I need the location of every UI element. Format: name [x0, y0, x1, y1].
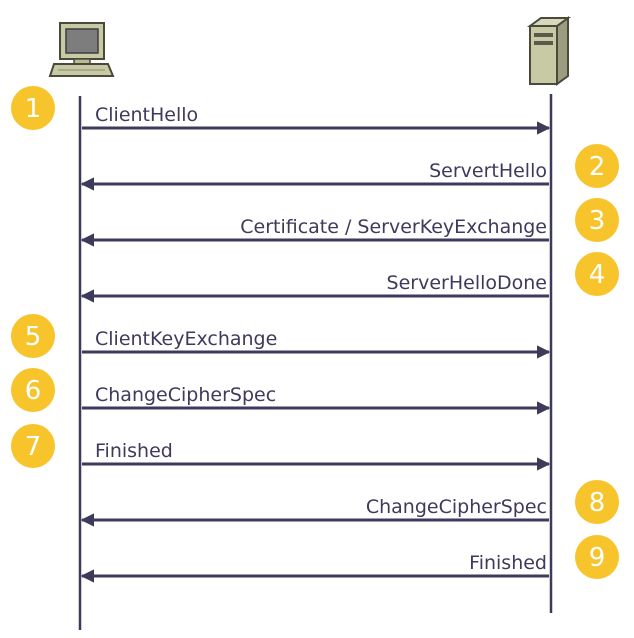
- step-badge: [575, 144, 619, 188]
- step-number: 3: [589, 206, 606, 236]
- step-number: 6: [25, 376, 42, 406]
- step-badge: [11, 314, 55, 358]
- message-label: ClientKeyExchange: [95, 328, 277, 350]
- message-label: ServertHello: [429, 160, 547, 182]
- message-row: ChangeCipherSpec 6: [11, 368, 551, 415]
- step-badge: [575, 535, 619, 579]
- message-label: Certificate / ServerKeyExchange: [240, 216, 547, 238]
- step-number: 2: [589, 152, 606, 182]
- step-badge: [11, 86, 55, 130]
- step-badge: [575, 198, 619, 242]
- message-label: ClientHello: [95, 104, 198, 126]
- message-row: ServerHelloDone 4: [80, 252, 619, 303]
- step-badge: [575, 252, 619, 296]
- message-label: ChangeCipherSpec: [366, 496, 547, 518]
- message-row: ServertHello 2: [80, 144, 619, 191]
- message-row: Certificate / ServerKeyExchange 3: [80, 198, 619, 247]
- step-badge: [575, 480, 619, 524]
- message-row: Finished 7: [11, 424, 551, 471]
- message-list: ClientHello 1 ServertHello 2 Certificate…: [11, 86, 619, 583]
- message-row: ClientHello 1: [11, 86, 551, 135]
- step-number: 4: [589, 260, 606, 290]
- message-row: ChangeCipherSpec 8: [80, 480, 619, 527]
- server-tower-icon: [526, 16, 572, 86]
- step-badge: [11, 424, 55, 468]
- desktop-computer-icon: [48, 22, 115, 77]
- step-badge: [11, 368, 55, 412]
- message-label: ChangeCipherSpec: [95, 384, 276, 406]
- message-label: Finished: [469, 552, 547, 574]
- message-row: ClientKeyExchange 5: [11, 314, 551, 359]
- step-number: 1: [25, 94, 42, 124]
- step-number: 8: [589, 488, 606, 518]
- message-label: Finished: [95, 440, 173, 462]
- message-row: Finished 9: [80, 535, 619, 583]
- step-number: 5: [25, 322, 42, 352]
- message-label: ServerHelloDone: [387, 272, 547, 294]
- step-number: 9: [589, 543, 606, 573]
- step-number: 7: [25, 432, 42, 462]
